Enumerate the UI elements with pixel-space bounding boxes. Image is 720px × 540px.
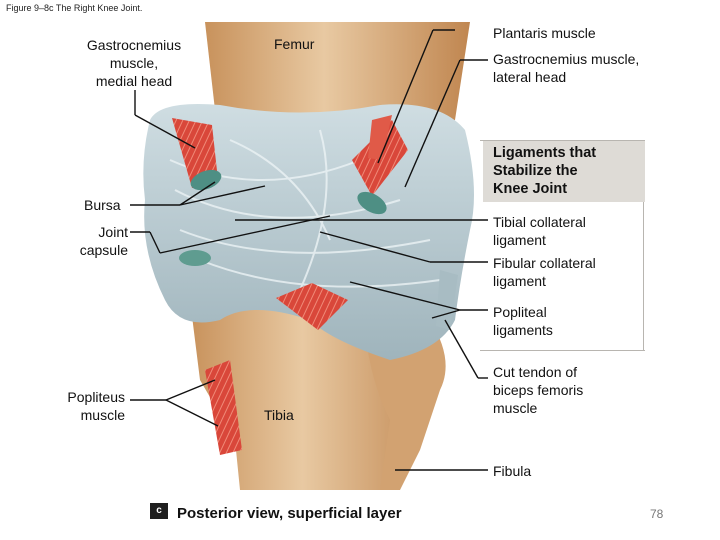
label-line: muscle bbox=[80, 407, 125, 423]
callout-line: Ligaments that bbox=[493, 145, 597, 161]
callout-line: Stabilize the bbox=[493, 163, 578, 179]
label-line: Tibial collateral bbox=[493, 214, 586, 230]
label-popliteus: Popliteus muscle bbox=[40, 388, 125, 424]
callout-rule-top bbox=[480, 140, 645, 141]
label-gastrocnemius-lateral: Gastrocnemius muscle, lateral head bbox=[493, 50, 639, 86]
label-line: Cut tendon of bbox=[493, 364, 578, 380]
gastrocnemius-medial-muscle bbox=[172, 118, 218, 188]
label-line: ligament bbox=[493, 232, 546, 248]
label-cut-tendon: Cut tendon of biceps femoris muscle bbox=[493, 363, 583, 417]
figure-title: Figure 9–8c The Right Knee Joint. bbox=[6, 3, 143, 13]
label-joint-capsule: Joint capsule bbox=[40, 223, 128, 259]
view-label: Posterior view, superficial layer bbox=[177, 505, 402, 522]
label-femur: Femur bbox=[274, 36, 315, 52]
label-line: ligaments bbox=[493, 322, 553, 338]
label-line: medial head bbox=[95, 73, 173, 89]
bursa-capsule bbox=[179, 250, 211, 266]
label-line: Gastrocnemius muscle, bbox=[493, 51, 640, 67]
view-badge: c bbox=[150, 503, 168, 519]
callout-line: Knee Joint bbox=[493, 181, 568, 197]
popliteus-muscle bbox=[276, 283, 348, 330]
label-line: Popliteus bbox=[67, 389, 125, 405]
label-line: ligament bbox=[493, 273, 546, 289]
label-popliteal-ligaments: Popliteal ligaments bbox=[493, 303, 553, 339]
label-line: lateral head bbox=[493, 69, 567, 85]
popliteus-lower-muscle bbox=[205, 360, 242, 455]
callout-box: Ligaments that Stabilize the Knee Joint bbox=[483, 140, 645, 202]
label-gastrocnemius-medial: Gastrocnemius muscle, medial head bbox=[64, 36, 204, 90]
label-tibia: Tibia bbox=[264, 407, 294, 423]
page-number: 78 bbox=[650, 507, 664, 521]
bursa-lateral bbox=[357, 191, 387, 215]
label-line: Gastrocnemius bbox=[86, 37, 182, 53]
label-fibula: Fibula bbox=[493, 463, 532, 479]
label-line: muscle bbox=[493, 400, 538, 416]
label-line: biceps femoris bbox=[493, 382, 584, 398]
label-line: capsule bbox=[79, 242, 128, 258]
label-tibial-collateral: Tibial collateral ligament bbox=[493, 213, 586, 249]
plantaris-muscle bbox=[368, 115, 392, 160]
label-bursa: Bursa bbox=[84, 197, 121, 213]
label-plantaris: Plantaris muscle bbox=[493, 25, 596, 41]
label-line: Popliteal bbox=[493, 304, 547, 320]
bursa-medial bbox=[190, 169, 222, 191]
label-line: Fibular collateral bbox=[493, 255, 596, 271]
callout-rule-side bbox=[643, 202, 644, 350]
label-line: Joint bbox=[98, 224, 128, 240]
label-fibular-collateral: Fibular collateral ligament bbox=[493, 254, 596, 290]
label-line: muscle, bbox=[109, 55, 159, 71]
callout-rule-bottom bbox=[480, 350, 645, 351]
